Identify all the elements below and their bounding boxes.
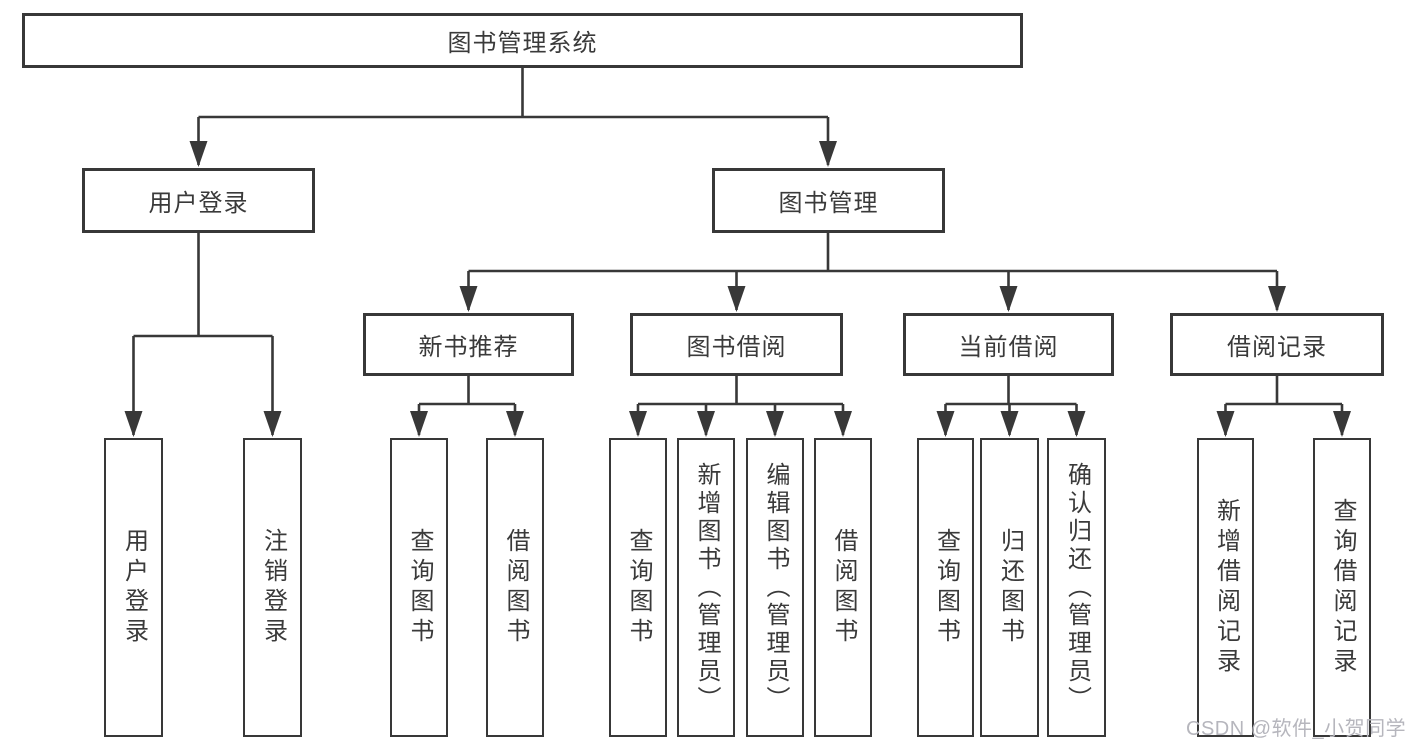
leaf-return-book: 归还图书 bbox=[980, 438, 1039, 737]
watermark: CSDN @软件_小贺同学 bbox=[1186, 718, 1405, 740]
node-borrowing-records: 借阅记录 bbox=[1170, 313, 1384, 376]
leaf-logout: 注销登录 bbox=[243, 438, 302, 737]
leaf-query-books-recommend: 查询图书 bbox=[390, 438, 448, 737]
leaf-edit-book-admin: 编辑图书（管理员） bbox=[746, 438, 804, 737]
node-label: 图书借阅 bbox=[686, 334, 787, 361]
leaf-user-login: 用户登录 bbox=[104, 438, 163, 737]
arrowheads bbox=[124, 141, 1351, 437]
arrowhead-icon bbox=[834, 411, 852, 437]
node-label: 图书管理系统 bbox=[447, 30, 598, 57]
leaf-label: 查询图书 bbox=[406, 527, 433, 648]
arrowhead-icon bbox=[1268, 286, 1286, 312]
arrowhead-icon bbox=[189, 141, 208, 167]
arrowhead-icon bbox=[506, 411, 524, 437]
node-book-management: 图书管理 bbox=[712, 168, 945, 233]
leaf-add-book-admin: 新增图书（管理员） bbox=[677, 438, 735, 737]
node-label: 用户登录 bbox=[148, 190, 249, 217]
leaf-query-books-borrowing: 查询图书 bbox=[609, 438, 667, 737]
arrowhead-icon bbox=[766, 411, 784, 437]
connector-path bbox=[132, 68, 1344, 435]
arrowhead-icon bbox=[999, 286, 1018, 312]
leaf-borrow-books-recommend: 借阅图书 bbox=[486, 438, 544, 737]
leaf-query-borrow-record: 查询借阅记录 bbox=[1313, 438, 1371, 737]
leaf-label: 新增借阅记录 bbox=[1212, 497, 1240, 678]
node-user-login: 用户登录 bbox=[82, 168, 315, 233]
arrowhead-icon bbox=[1067, 411, 1086, 437]
arrowhead-icon bbox=[936, 411, 955, 437]
arrowhead-icon bbox=[410, 411, 428, 437]
arrowhead-icon bbox=[1333, 411, 1351, 437]
node-label: 图书管理 bbox=[778, 190, 879, 217]
leaf-label: 查询图书 bbox=[932, 527, 960, 648]
node-label: 新书推荐 bbox=[418, 334, 519, 361]
arrowhead-icon bbox=[1216, 411, 1235, 437]
node-label: 借阅记录 bbox=[1227, 334, 1327, 361]
node-label: 当前借阅 bbox=[958, 334, 1059, 361]
leaf-label: 编辑图书（管理员） bbox=[762, 461, 789, 714]
leaf-label: 注销登录 bbox=[259, 527, 287, 648]
node-current-borrowing: 当前借阅 bbox=[903, 313, 1114, 376]
node-library-management-system: 图书管理系统 bbox=[22, 13, 1023, 68]
leaf-label: 用户登录 bbox=[120, 527, 148, 648]
leaf-add-borrow-record: 新增借阅记录 bbox=[1197, 438, 1254, 737]
arrowhead-icon bbox=[1000, 411, 1019, 437]
arrowhead-icon bbox=[697, 411, 715, 437]
leaf-label: 归还图书 bbox=[996, 527, 1024, 648]
node-new-book-recommendation: 新书推荐 bbox=[363, 313, 574, 376]
arrowhead-icon bbox=[124, 411, 143, 437]
leaf-label: 查询图书 bbox=[625, 527, 652, 648]
leaf-label: 借阅图书 bbox=[830, 527, 857, 648]
leaf-label: 确认归还（管理员） bbox=[1063, 461, 1091, 714]
leaf-confirm-return-admin: 确认归还（管理员） bbox=[1047, 438, 1106, 737]
leaf-borrow-books-borrowing: 借阅图书 bbox=[814, 438, 872, 737]
arrowhead-icon bbox=[263, 411, 282, 437]
arrowhead-icon bbox=[819, 141, 837, 167]
arrowhead-icon bbox=[629, 411, 647, 437]
leaf-label: 查询借阅记录 bbox=[1329, 497, 1356, 678]
leaf-query-books-current: 查询图书 bbox=[917, 438, 974, 737]
leaf-label: 新增图书（管理员） bbox=[693, 461, 720, 714]
arrowhead-icon bbox=[727, 286, 746, 312]
node-book-borrowing: 图书借阅 bbox=[630, 313, 843, 376]
arrowhead-icon bbox=[459, 286, 478, 312]
leaf-label: 借阅图书 bbox=[502, 527, 529, 648]
